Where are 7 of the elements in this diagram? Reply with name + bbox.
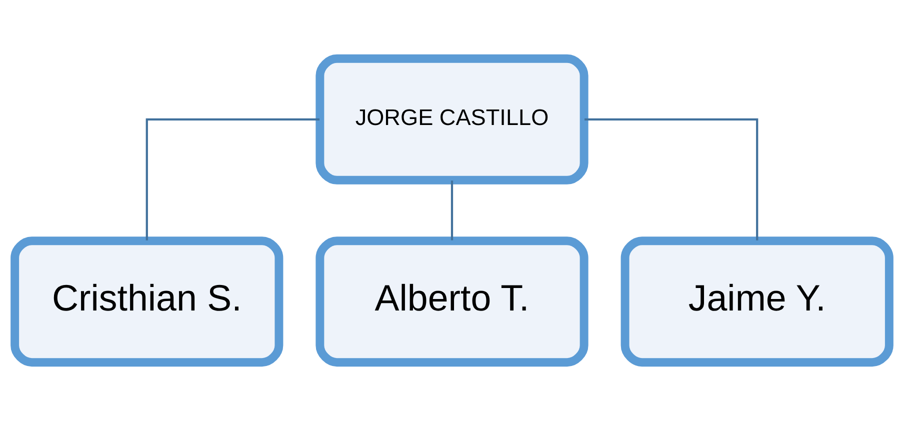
node-box: Jaime Y. <box>620 236 894 367</box>
connector <box>450 180 454 240</box>
node-box: JORGE CASTILLO <box>316 54 588 184</box>
node-box: Cristhian S. <box>10 236 284 367</box>
node-box: Alberto T. <box>316 236 588 367</box>
connector <box>146 118 320 240</box>
connector <box>584 118 758 240</box>
